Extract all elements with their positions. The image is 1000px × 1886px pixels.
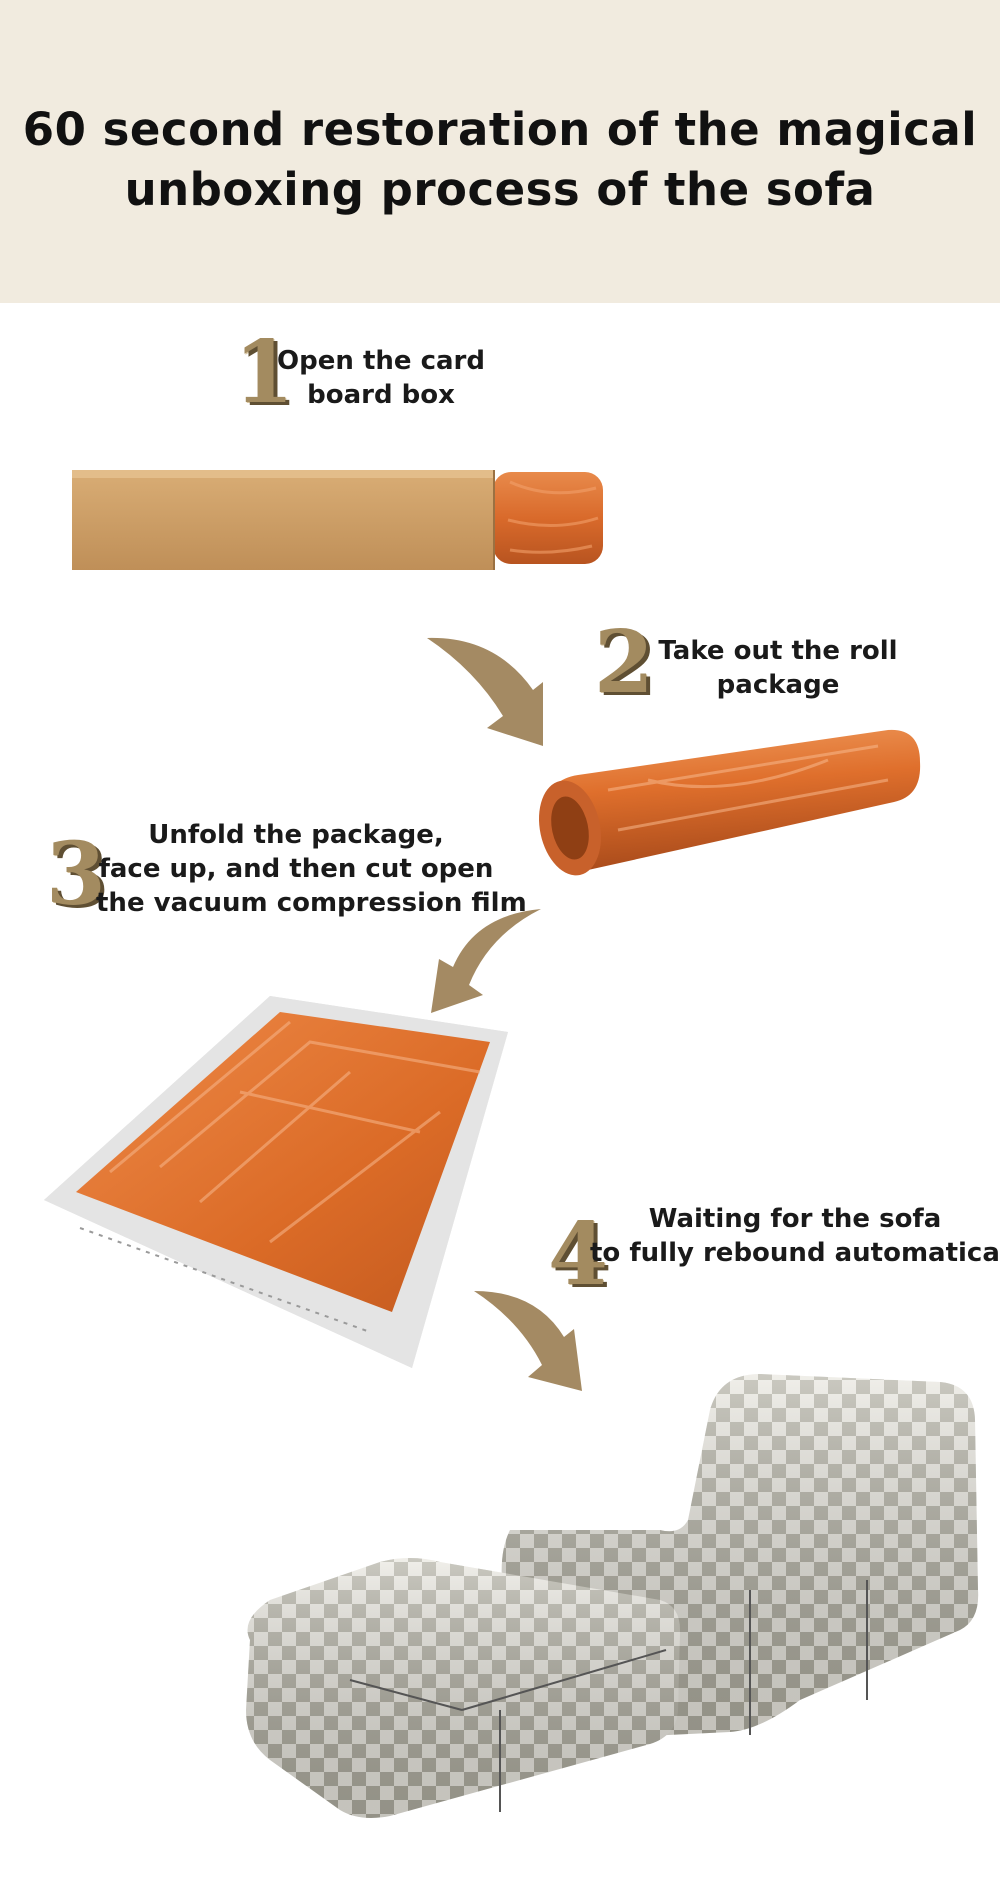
step-1-text: Open the card board box	[276, 344, 486, 412]
step-4-line-2: to fully rebound automatically	[590, 1238, 1000, 1268]
sofa-image	[246, 1374, 979, 1818]
arrow-down-right-icon	[427, 637, 543, 746]
step-3-line-2: face up, and then cut open	[98, 854, 494, 884]
step-3-number: 3	[46, 824, 106, 925]
step-4-number: 4	[548, 1204, 608, 1305]
cardboard-box-image	[72, 470, 603, 570]
header-banner: 60 second restoration of the magical unb…	[0, 0, 1000, 303]
unfolded-package-image	[44, 996, 508, 1368]
step-3-text: Unfold the package, face up, and then cu…	[96, 818, 527, 920]
step-2-line-1: Take out the roll	[658, 636, 898, 666]
arrow-down-left-icon	[431, 909, 541, 1013]
step-1-line-2: board box	[307, 380, 455, 410]
step-2-text: Take out the roll package	[658, 634, 898, 702]
roll-package-image	[539, 729, 921, 876]
title-line-2: unboxing process of the sofa	[124, 163, 876, 216]
step-2-line-2: package	[716, 670, 840, 700]
step-4-text: Waiting for the sofa to fully rebound au…	[590, 1202, 1000, 1270]
arrow-down-right-icon-2	[474, 1291, 582, 1391]
title-line-1: 60 second restoration of the magical	[22, 103, 978, 156]
step-3-line-3: the vacuum compression film	[96, 888, 527, 918]
step-1-line-1: Open the card	[277, 346, 485, 376]
step-4-line-1: Waiting for the sofa	[648, 1204, 942, 1234]
page-title: 60 second restoration of the magical unb…	[0, 100, 1000, 220]
step-2-number: 2	[594, 612, 654, 713]
step-1-number: 1	[234, 322, 294, 423]
step-3-line-1: Unfold the package,	[148, 820, 444, 850]
